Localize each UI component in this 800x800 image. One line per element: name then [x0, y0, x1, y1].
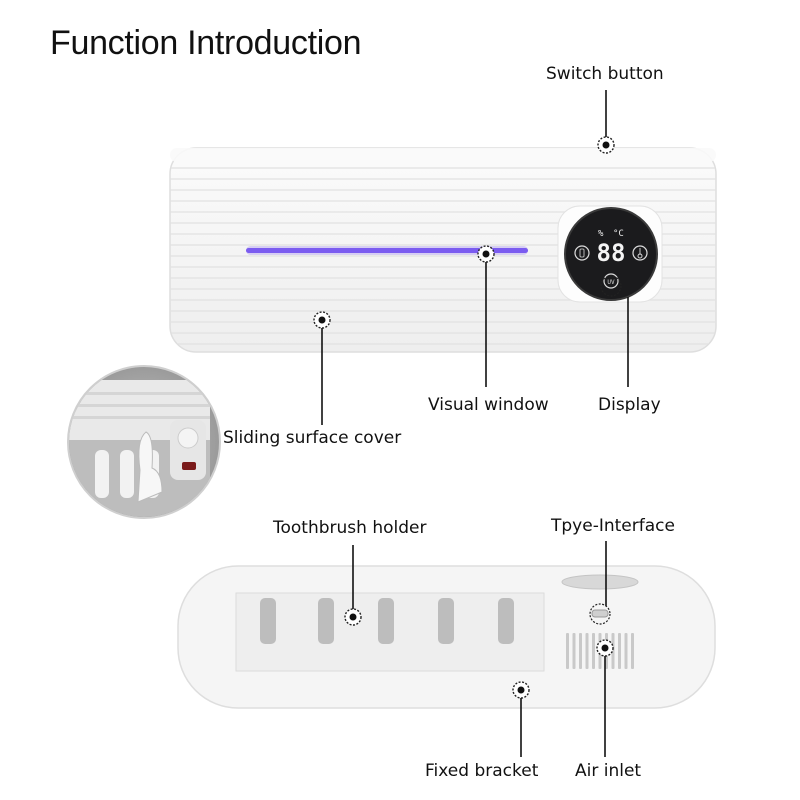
air-vent-slot	[631, 633, 634, 669]
label-type-interface: Tpye-Interface	[551, 516, 675, 536]
air-vent-slot	[566, 633, 569, 669]
uv-icon-label: UV	[607, 279, 615, 286]
air-vent-slot	[592, 633, 595, 669]
label-switch-button: Switch button	[546, 64, 664, 84]
marker-visual-window	[477, 245, 495, 263]
display-panel: % °C 88 UV	[557, 205, 663, 303]
label-air-inlet: Air inlet	[575, 761, 642, 781]
label-visual-window: Visual window	[428, 395, 549, 415]
label-fixed-bracket: Fixed bracket	[425, 761, 539, 781]
temperature-symbol: °C	[613, 229, 624, 239]
page-title: Function Introduction	[50, 24, 362, 62]
air-vent-slot	[624, 633, 628, 669]
holder-slot	[498, 598, 514, 644]
marker-toothbrush-holder	[344, 608, 362, 626]
label-sliding-surface-cover: Sliding surface cover	[223, 428, 402, 448]
marker-switch-button	[597, 136, 615, 154]
marker-sliding-cover	[313, 311, 331, 329]
callout-markers	[313, 136, 622, 699]
sliding-cover-zoom	[67, 365, 221, 519]
device-rear-view	[177, 565, 716, 709]
air-vent-slot	[611, 633, 615, 669]
mode-icon	[574, 245, 590, 261]
air-vent-slot	[585, 633, 589, 669]
marker-type-interface	[589, 603, 611, 625]
display-digits: 88	[597, 239, 626, 267]
air-vent-slot	[579, 633, 582, 669]
holder-slot	[378, 598, 394, 644]
holder-slot	[318, 598, 334, 644]
label-display: Display	[598, 395, 661, 415]
type-c-port	[591, 609, 609, 618]
holder-slot	[438, 598, 454, 644]
uv-light-strip	[246, 248, 528, 253]
marker-air-inlet	[596, 639, 614, 657]
marker-fixed-bracket	[512, 681, 530, 699]
air-vent-slot	[572, 633, 576, 669]
holder-slot	[260, 598, 276, 644]
temperature-icon	[632, 245, 648, 261]
air-vent-slot	[618, 633, 621, 669]
uv-icon	[603, 273, 619, 289]
marker-display	[600, 275, 622, 297]
humidity-symbol: %	[598, 229, 604, 239]
callout-lines	[321, 90, 629, 757]
label-toothbrush-holder: Toothbrush holder	[273, 518, 427, 538]
